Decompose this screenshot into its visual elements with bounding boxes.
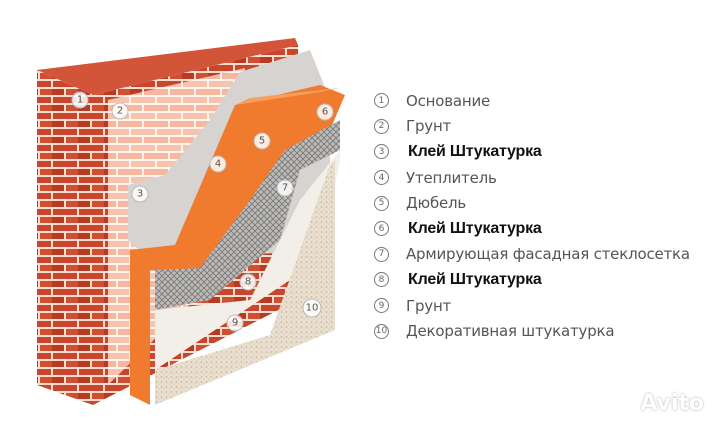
insulation-top <box>235 88 340 105</box>
legend-label: Клей Штукатурка <box>408 270 542 288</box>
marker-5: 5 <box>253 132 271 150</box>
avito-watermark: Avito <box>640 391 704 416</box>
legend-label: Клей Штукатурка <box>408 219 542 237</box>
legend-number: 6 <box>374 221 389 237</box>
svg-text:7: 7 <box>282 183 288 194</box>
legend-item: 1 Основание <box>374 88 690 114</box>
primer-finish-layer <box>155 150 340 370</box>
svg-text:5: 5 <box>259 136 265 147</box>
legend-label: Грунт <box>406 117 452 136</box>
svg-text:4: 4 <box>215 159 221 170</box>
legend-item: 7 Армирующая фасадная стеклосетка <box>374 242 690 268</box>
legend-number: 1 <box>374 93 389 109</box>
markers: 1 2 3 4 5 6 7 8 9 10 <box>71 91 334 332</box>
legend-number: 4 <box>374 170 389 186</box>
svg-text:6: 6 <box>322 107 328 118</box>
mesh-layer <box>155 120 340 310</box>
svg-text:8: 8 <box>245 277 251 288</box>
marker-2: 2 <box>111 102 129 120</box>
legend-label: Дюбель <box>406 194 467 213</box>
legend-label: Декоративная штукатурка <box>406 322 615 341</box>
svg-text:9: 9 <box>232 318 238 329</box>
wall-front <box>37 70 93 405</box>
legend-label: Армирующая фасадная стеклосетка <box>406 245 690 264</box>
marker-3: 3 <box>131 185 149 203</box>
svg-text:2: 2 <box>117 106 123 117</box>
decorative-plaster <box>155 160 335 405</box>
legend-item: 9 Грунт <box>374 293 690 319</box>
legend-number: 8 <box>374 272 389 288</box>
svg-text:3: 3 <box>137 189 143 200</box>
legend-number: 7 <box>374 246 389 262</box>
wall-top <box>37 38 298 95</box>
legend-item: 5 Дюбель <box>374 190 690 216</box>
legend-number: 9 <box>374 298 389 314</box>
legend-number: 10 <box>374 323 389 339</box>
marker-10: 10 <box>302 298 322 318</box>
legend-item: 2 Грунт <box>374 114 690 140</box>
legend-item: 10 Декоративная штукатурка <box>374 318 690 344</box>
legend-label: Клей Штукатурка <box>408 142 542 160</box>
legend-number: 2 <box>374 118 389 134</box>
legend-label: Грунт <box>406 296 452 315</box>
legend-number: 3 <box>374 144 389 160</box>
legend-label: Основание <box>406 91 491 110</box>
legend-label: Утеплитель <box>406 168 497 187</box>
legend-item: 6 Клей Штукатурка <box>374 216 690 242</box>
legend-item: 4 Утеплитель <box>374 165 690 191</box>
marker-1: 1 <box>71 91 89 109</box>
marker-6: 6 <box>316 103 334 121</box>
svg-text:1: 1 <box>77 95 83 106</box>
legend-item: 8 Клей Штукатурка <box>374 267 690 293</box>
wall-layers-diagram: 1 2 3 4 5 6 7 8 9 10 <box>37 38 345 405</box>
legend-item: 3 Клей Штукатурка <box>374 139 690 165</box>
marker-9: 9 <box>226 314 244 332</box>
svg-text:10: 10 <box>306 303 319 314</box>
marker-7: 7 <box>276 179 294 197</box>
legend-number: 5 <box>374 195 389 211</box>
marker-4: 4 <box>209 155 227 173</box>
marker-8: 8 <box>239 273 257 291</box>
